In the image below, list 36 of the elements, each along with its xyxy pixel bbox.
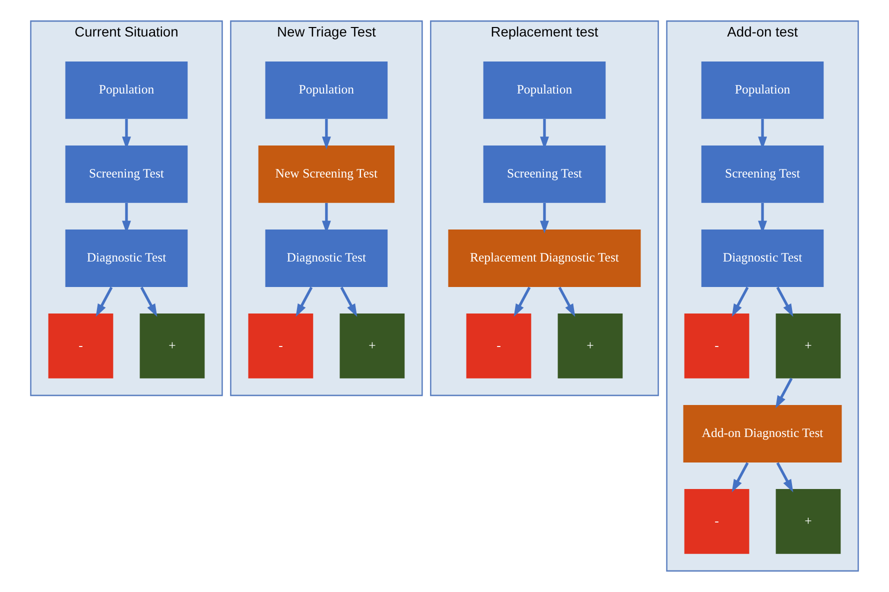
arrow bbox=[775, 378, 793, 408]
arrow bbox=[776, 462, 794, 492]
node-box: Screening Test bbox=[701, 146, 824, 203]
node-box: - bbox=[684, 489, 750, 554]
arrow bbox=[540, 203, 549, 234]
node-box: - bbox=[684, 314, 750, 378]
node-box: Replacement Diagnostic Test bbox=[448, 230, 641, 287]
node-box: + bbox=[776, 314, 841, 378]
arrow bbox=[776, 286, 794, 317]
node-box: Add-on Diagnostic Test bbox=[683, 405, 842, 462]
arrow bbox=[732, 462, 749, 492]
arrow bbox=[96, 286, 113, 317]
node-box: New Screening Test bbox=[258, 146, 394, 203]
node-box: Diagnostic Test bbox=[701, 230, 824, 287]
node-box: Population bbox=[65, 61, 188, 119]
node-box: + bbox=[776, 489, 841, 554]
node-box: Diagnostic Test bbox=[65, 230, 188, 287]
node-box: + bbox=[340, 314, 405, 378]
node-box: Population bbox=[265, 61, 388, 119]
node-box: Diagnostic Test bbox=[265, 230, 388, 287]
node-box: - bbox=[466, 314, 532, 378]
node-box: Population bbox=[483, 61, 606, 119]
arrow bbox=[340, 286, 358, 317]
node-box: - bbox=[48, 314, 114, 378]
arrow bbox=[732, 286, 749, 317]
node-box: - bbox=[248, 314, 314, 378]
node-box: + bbox=[558, 314, 623, 378]
arrow bbox=[514, 286, 531, 317]
node-box: Population bbox=[701, 61, 824, 119]
arrow bbox=[558, 286, 576, 317]
node-box: + bbox=[140, 314, 205, 378]
arrow bbox=[322, 118, 331, 150]
arrow bbox=[140, 286, 158, 317]
arrow bbox=[296, 286, 313, 317]
node-box: Screening Test bbox=[65, 146, 188, 203]
node-box: Screening Test bbox=[483, 146, 606, 203]
